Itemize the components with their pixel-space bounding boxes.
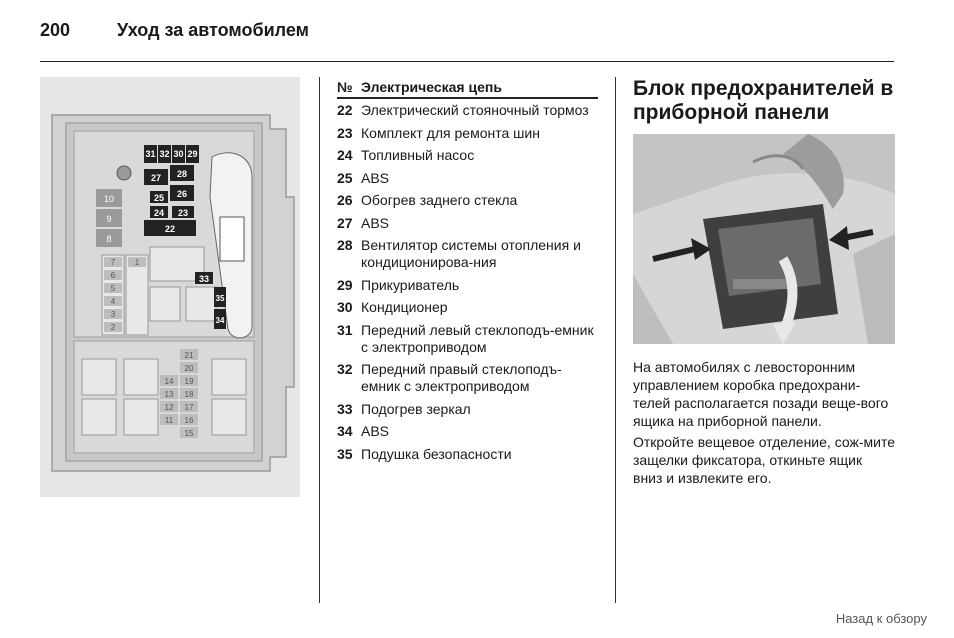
fuse-label-27: 27 xyxy=(151,173,161,183)
fuse-row: 34 ABS xyxy=(337,423,598,440)
fuse-label-16: 16 xyxy=(185,416,194,425)
instrument-panel-photo xyxy=(633,134,895,344)
fuse-label-29: 29 xyxy=(187,149,197,159)
fuse-label-24: 24 xyxy=(154,208,164,218)
fuse-label-32: 32 xyxy=(159,149,169,159)
fuse-description: ABS xyxy=(361,169,390,186)
fuse-number: 32 xyxy=(337,361,353,377)
fuse-label-18: 18 xyxy=(185,390,194,399)
fuse-label-21: 21 xyxy=(185,351,194,360)
fuse-description: Вентилятор системы отопления и кондицион… xyxy=(361,237,581,270)
fuse-number: 26 xyxy=(337,192,353,208)
fuse-number: 23 xyxy=(337,124,353,141)
fuse-description: Обогрев заднего стекла xyxy=(361,192,518,208)
column-divider xyxy=(615,77,616,603)
page-header: 200 Уход за автомобилем xyxy=(40,20,894,42)
fuse-description: Кондиционер xyxy=(361,299,448,315)
fuse-description: Прикуриватель xyxy=(361,276,460,293)
fuse-label-22: 22 xyxy=(165,224,175,234)
column-divider xyxy=(319,77,320,603)
fuse-number: 33 xyxy=(337,400,353,417)
fuse-row: 24 Топливный насос xyxy=(337,147,598,164)
page-number: 200 xyxy=(40,20,71,40)
fuse-row: 27 ABS xyxy=(337,215,598,232)
fuse-label-10: 10 xyxy=(104,194,114,204)
fuse-row: 25 ABS xyxy=(337,170,598,187)
fuse-row: 33 Подогрев зеркал xyxy=(337,401,598,418)
fuse-label-13: 13 xyxy=(165,390,174,399)
fuse-label-4: 4 xyxy=(111,297,116,306)
fuse-label-8: 8 xyxy=(106,234,111,244)
fuse-label-17: 17 xyxy=(185,403,194,412)
header-number: № xyxy=(337,79,353,95)
fuse-number: 28 xyxy=(337,237,353,253)
subsection-heading: Блок предохранителей в приборной панели xyxy=(633,77,894,124)
fuse-label-28: 28 xyxy=(177,169,187,179)
fuse-row: 26 Обогрев заднего стекла xyxy=(337,192,598,209)
fuse-label-33: 33 xyxy=(199,274,209,284)
fuse-description: Подогрев зеркал xyxy=(361,400,471,417)
fuse-label-35: 35 xyxy=(216,294,225,303)
fuse-row: 23 Комплект для ремонта шин xyxy=(337,125,598,142)
fuse-label-25: 25 xyxy=(154,193,164,203)
fuse-label-20: 20 xyxy=(185,364,194,373)
fuse-description: Электрический стояночный тормоз xyxy=(361,102,589,118)
fuse-label-31: 31 xyxy=(145,149,155,159)
header-divider xyxy=(40,61,894,62)
fuse-number: 24 xyxy=(337,147,353,163)
fuse-label-9: 9 xyxy=(106,214,111,224)
fuse-label-11: 11 xyxy=(165,416,174,425)
fuse-number: 31 xyxy=(337,321,353,338)
fuse-label-23: 23 xyxy=(178,208,188,218)
fuse-row: 28 Вентилятор системы отопления и кондици… xyxy=(337,237,598,271)
fuse-number: 29 xyxy=(337,276,353,293)
fuse-label-15: 15 xyxy=(185,429,194,438)
fuse-table-header: № Электрическая цепь xyxy=(337,79,598,99)
fuse-label-14: 14 xyxy=(165,377,174,386)
instruction-paragraph: Откройте вещевое отделение, сож-мите защ… xyxy=(633,434,895,486)
fuse-description: Передний левый стеклоподъ-емник с электр… xyxy=(361,321,594,355)
fuse-description: ABS xyxy=(361,423,390,439)
fuse-label-19: 19 xyxy=(185,377,194,386)
fuse-row: 29 Прикуриватель xyxy=(337,277,598,294)
fuse-description: Комплект для ремонта шин xyxy=(361,124,540,141)
fuse-number: 25 xyxy=(337,169,353,186)
fuse-row: 30 Кондиционер xyxy=(337,299,598,316)
fuse-label-1: 1 xyxy=(135,258,140,267)
fuse-number: 35 xyxy=(337,445,353,462)
fuse-row: 22 Электрический стояночный тормоз xyxy=(337,102,598,119)
fuse-description: ABS xyxy=(361,214,390,231)
fuse-list: 22 Электрический стояночный тормоз 23 Комп… xyxy=(337,102,598,468)
fuse-label-34: 34 xyxy=(216,316,225,325)
fuse-number: 34 xyxy=(337,423,353,439)
fuse-description: Подушка безопасности xyxy=(361,445,512,462)
fuse-label-3: 3 xyxy=(111,310,116,319)
fuse-label-6: 6 xyxy=(111,271,116,280)
fuse-number: 30 xyxy=(337,299,353,315)
fuse-label-30: 30 xyxy=(173,149,183,159)
fuse-label-26: 26 xyxy=(177,189,187,199)
fuse-number: 27 xyxy=(337,214,353,231)
fuse-row: 35 Подушка безопасности xyxy=(337,446,598,463)
fuse-row: 31 Передний левый стеклоподъ-емник с элек… xyxy=(337,322,598,356)
header-circuit: Электрическая цепь xyxy=(361,79,502,95)
fuse-box-diagram: 31 32 30 29 28 27 26 25 24 23 22 33 35 xyxy=(40,77,300,497)
back-to-overview-link[interactable]: Назад к обзору xyxy=(835,611,927,626)
fuse-label-2: 2 xyxy=(111,323,116,332)
fuse-label-7: 7 xyxy=(111,258,116,267)
fuse-label-5: 5 xyxy=(111,284,116,293)
location-paragraph: На автомобилях с левосторонним управлени… xyxy=(633,359,889,429)
fuse-number: 22 xyxy=(337,102,353,118)
fuse-description: Передний правый стеклоподъ-емник с элект… xyxy=(361,361,562,394)
fuse-label-12: 12 xyxy=(165,403,174,412)
fuse-description: Топливный насос xyxy=(361,147,475,163)
fuse-row: 32 Передний правый стеклоподъ-емник с эле… xyxy=(337,361,598,395)
section-title: Уход за автомобилем xyxy=(117,20,309,40)
